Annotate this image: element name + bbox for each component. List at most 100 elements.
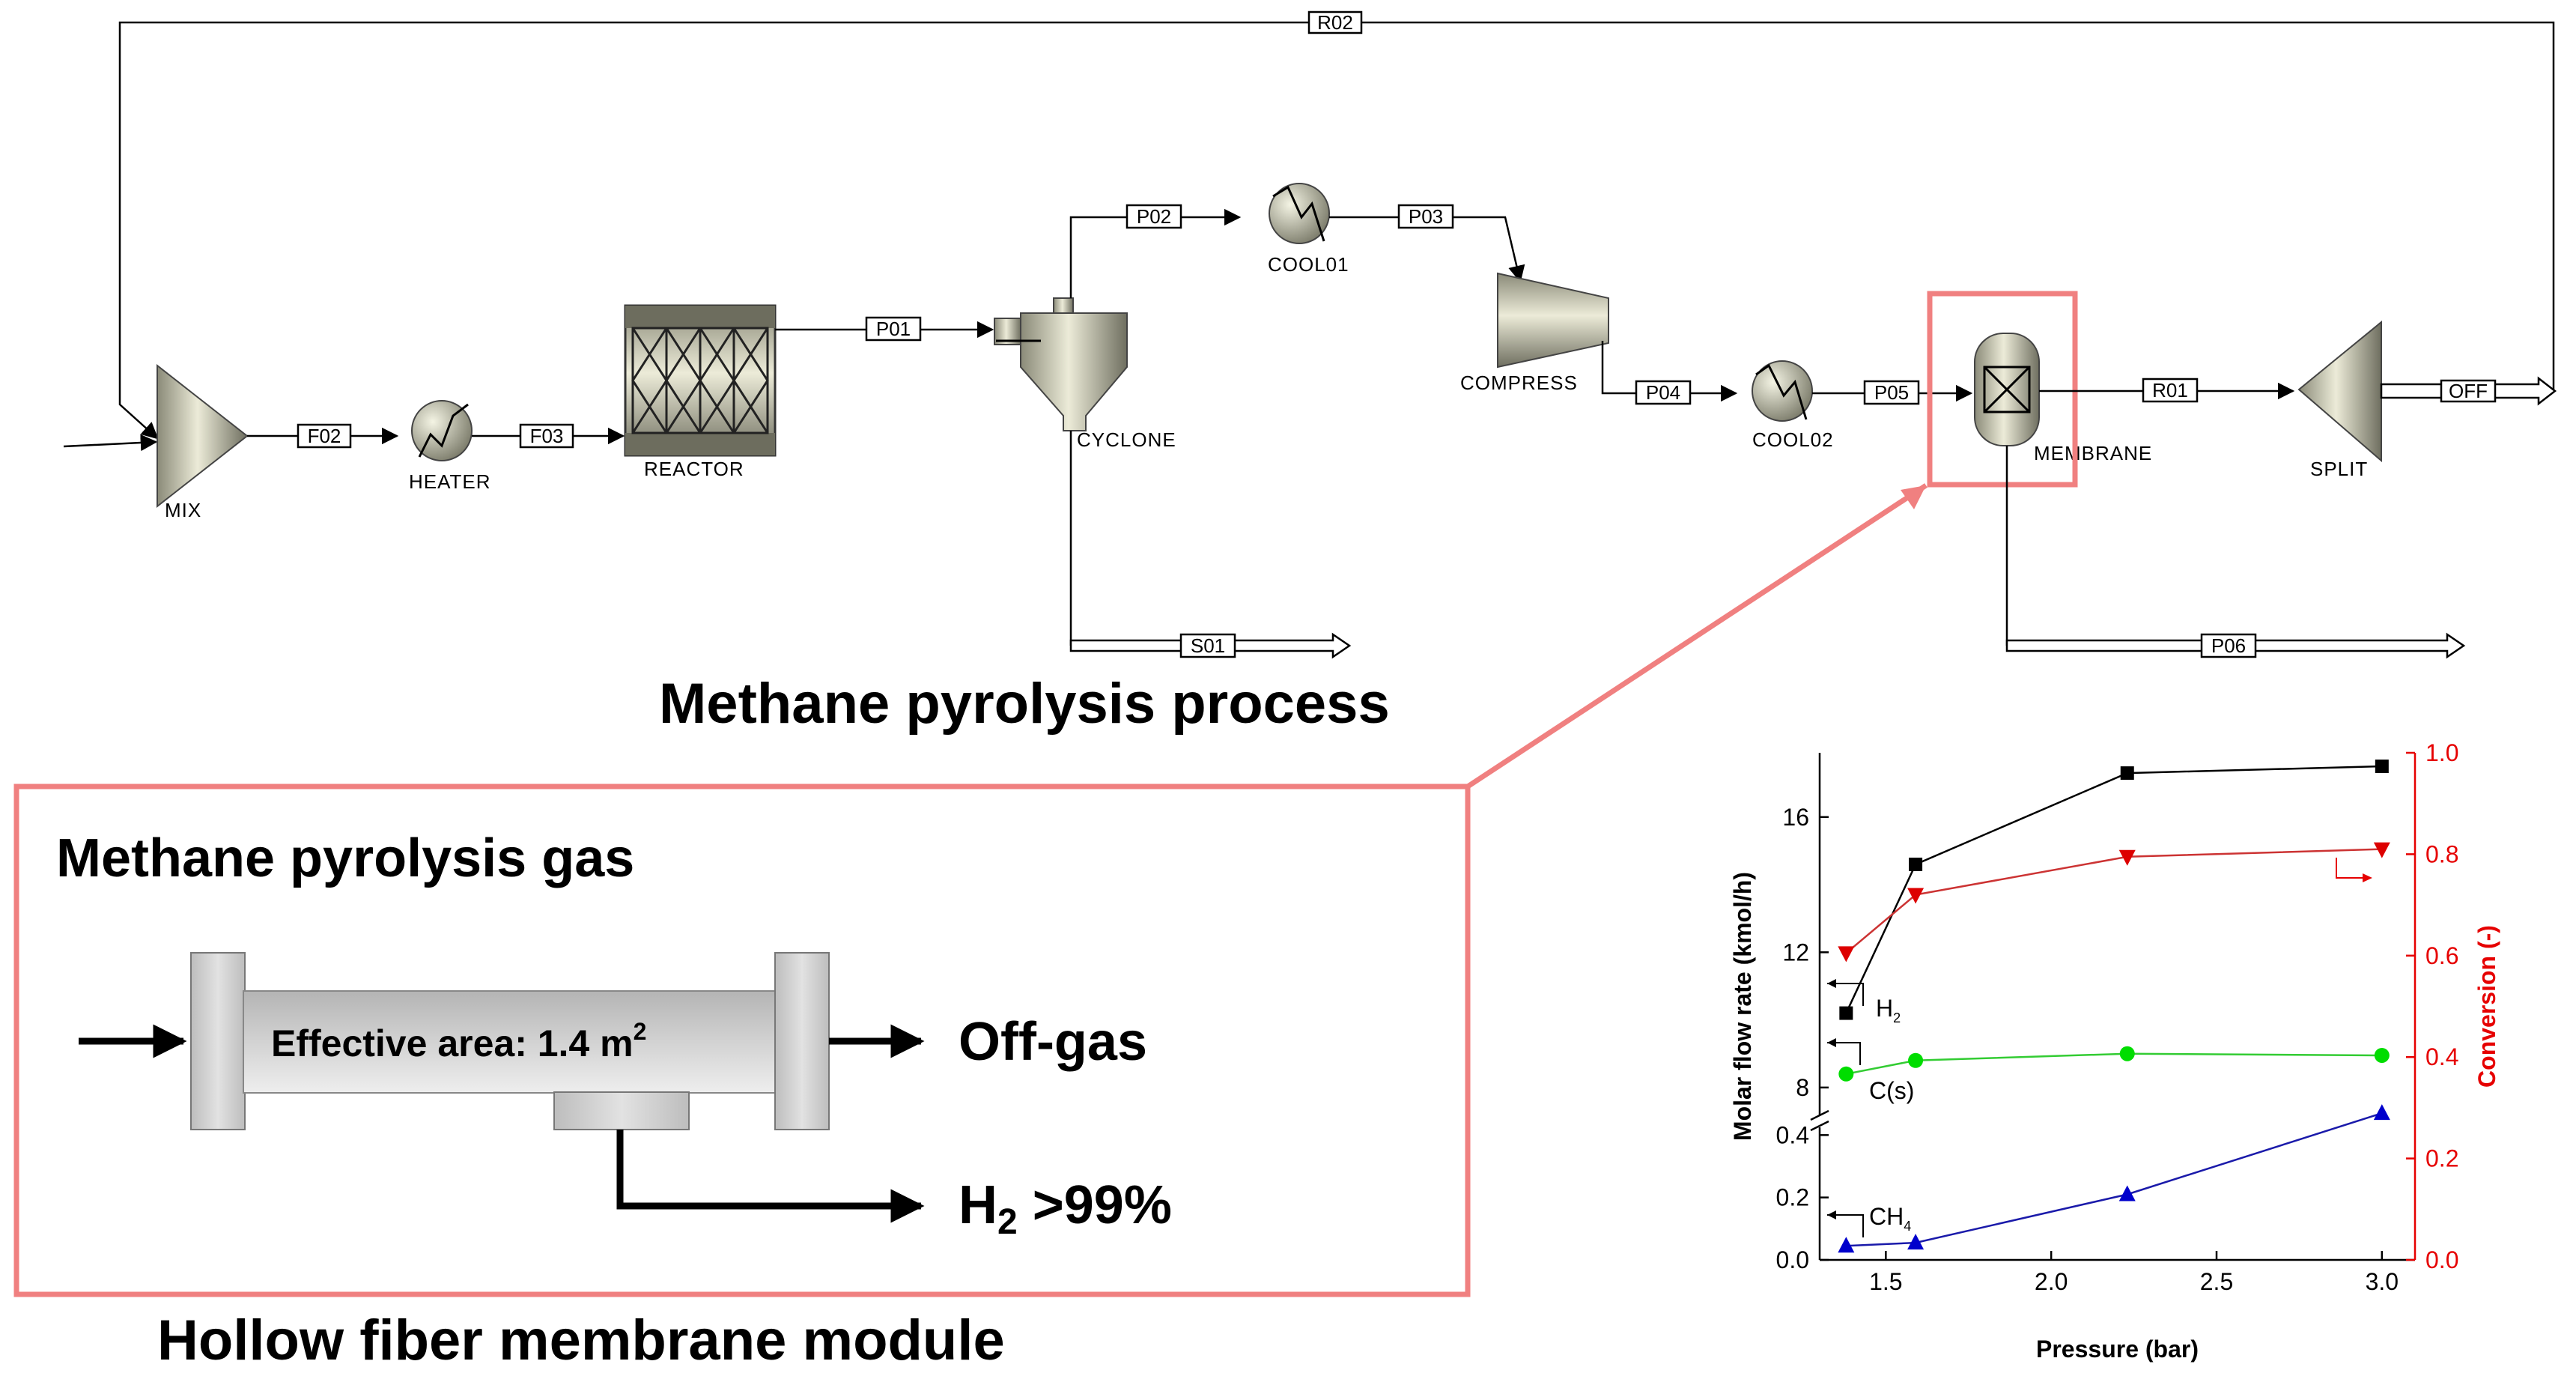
stream-f02-label: F02 <box>308 425 341 447</box>
conversion-pointer-icon <box>2336 858 2370 879</box>
stream-r02-line <box>118 21 2555 440</box>
y2-tick-label: 1.0 <box>2425 739 2458 766</box>
x-tick-label: 1.5 <box>1869 1268 1902 1295</box>
heater-zigzag-icon <box>418 403 469 458</box>
y2-tick-label: 0.4 <box>2425 1043 2458 1070</box>
stream-p02-line <box>1069 208 1242 298</box>
membrane-label: MEMBRANE <box>2034 442 2152 464</box>
x-tick-label: 2.5 <box>2200 1268 2233 1295</box>
data-point <box>2119 1046 2135 1061</box>
mix-unit <box>157 363 249 509</box>
stream-p01-label: P01 <box>876 318 911 340</box>
stream-r01-box <box>2142 378 2199 403</box>
cs-pointer-icon <box>1827 1042 1861 1065</box>
y-tick-label: 12 <box>1782 939 1809 966</box>
right-flange <box>774 952 830 1130</box>
stream-r01-label: R01 <box>2152 379 2188 401</box>
y-axis-label: Molar flow rate (kmol/h) <box>1729 872 1756 1141</box>
stream-s01-label: S01 <box>1191 634 1225 657</box>
stream-s01-box <box>1179 633 1236 658</box>
h2-pointer-icon-head <box>1827 979 1836 988</box>
split-unit <box>2297 320 2382 463</box>
data-point <box>2375 760 2389 774</box>
ch4-pointer-icon-head <box>1827 1210 1836 1219</box>
ch4-pointer-icon <box>1827 1214 1864 1237</box>
stream-p05-label: P05 <box>1874 381 1909 404</box>
stream-off-box <box>2440 379 2497 403</box>
data-point <box>1907 1234 1925 1250</box>
data-point <box>1838 1066 1854 1082</box>
stream-p04-line <box>1601 341 1738 402</box>
cs-series-label: C(s) <box>1869 1077 1914 1104</box>
series-line <box>1846 1052 2382 1076</box>
data-point <box>1838 946 1855 963</box>
reactor-label: REACTOR <box>644 458 744 480</box>
ch4-series-label: CH4 <box>1869 1203 1911 1234</box>
x-tick-label: 3.0 <box>2366 1268 2399 1295</box>
cyclone-unit <box>994 297 1128 431</box>
y2-tick-label: 0.8 <box>2425 840 2458 867</box>
cool01-zigzag-icon <box>1272 185 1325 242</box>
h2-purity-label: H2 >99% <box>959 1175 1172 1242</box>
stream-f03-text: F03 <box>530 425 564 447</box>
y-tick-label: 16 <box>1782 804 1809 831</box>
stream-p04-box <box>1635 380 1692 405</box>
stream-p03-label: P03 <box>1409 205 1443 228</box>
data-point <box>1839 1006 1853 1020</box>
cool01-label: COOL01 <box>1268 253 1349 276</box>
stream-p01-box <box>865 316 922 342</box>
mix-label: MIX <box>165 499 201 521</box>
y-tick-label: 0.2 <box>1776 1184 1809 1211</box>
stream-p06-label: P06 <box>2211 634 2246 657</box>
stream-p02-label: P02 <box>1137 205 1171 228</box>
compress-label: COMPRESS <box>1460 372 1578 394</box>
stream-p03-line <box>1329 216 1525 283</box>
data-point <box>2118 1185 2136 1201</box>
module-feed-label: Methane pyrolysis gas <box>56 828 634 888</box>
cool02-label: COOL02 <box>1752 428 1834 451</box>
permeate-port <box>553 1091 690 1130</box>
fiber-tube <box>243 990 777 1094</box>
stream-p06-box <box>2200 633 2257 658</box>
membrane-highlight-box <box>1927 291 2078 488</box>
x-axis-label: Pressure (bar) <box>2036 1336 2199 1363</box>
data-point <box>2120 766 2134 781</box>
flowsheet: R02 MIX F02 HEATER REACTOR F03 <box>63 10 2557 736</box>
data-point <box>1908 1052 1924 1068</box>
permeate-arrow-icon <box>616 1130 925 1223</box>
stream-r02-box <box>1307 10 1363 34</box>
stream-f02-box <box>297 423 352 449</box>
stream-feed-line <box>63 434 158 452</box>
y2-tick-label: 0.6 <box>2425 942 2458 969</box>
effective-area-label: Effective area: 1.4 m2 <box>271 1018 646 1064</box>
y-tick-label: 8 <box>1796 1074 1809 1101</box>
zoom-connector-arrowhead <box>1901 485 1926 509</box>
data-point <box>1907 888 1925 904</box>
axis-break-mark <box>1810 1109 1829 1121</box>
y-tick-label: 0.0 <box>1776 1246 1809 1273</box>
cs-pointer-icon-head <box>1827 1038 1836 1047</box>
conversion-pointer-head <box>2363 873 2372 882</box>
h2-series-label: H2 <box>1876 995 1901 1025</box>
compress-unit <box>1497 272 1609 369</box>
data-point <box>1909 857 1923 871</box>
data-point <box>1838 1237 1855 1253</box>
offgas-label: Off-gas <box>959 1012 1147 1072</box>
data-point <box>2374 1047 2390 1063</box>
stream-p04-label: P04 <box>1646 381 1680 404</box>
membrane-module: Methane pyrolysis gas Effective area: 1.… <box>56 828 1172 1372</box>
data-point <box>2118 849 2136 866</box>
y2-tick-label: 0.2 <box>2425 1145 2458 1172</box>
heater-label: HEATER <box>409 470 491 493</box>
h2-pointer-icon <box>1827 983 1864 1006</box>
stream-p05-box <box>1863 380 1920 405</box>
module-caption: Hollow fiber membrane module <box>157 1309 1005 1372</box>
data-point <box>2373 1104 2390 1121</box>
stream-r02-label: R02 <box>1317 11 1353 34</box>
x-tick-label: 2.0 <box>2035 1268 2068 1295</box>
reactor-unit <box>624 304 777 457</box>
series-line <box>1845 765 2382 1014</box>
cyclone-label: CYCLONE <box>1077 428 1176 451</box>
